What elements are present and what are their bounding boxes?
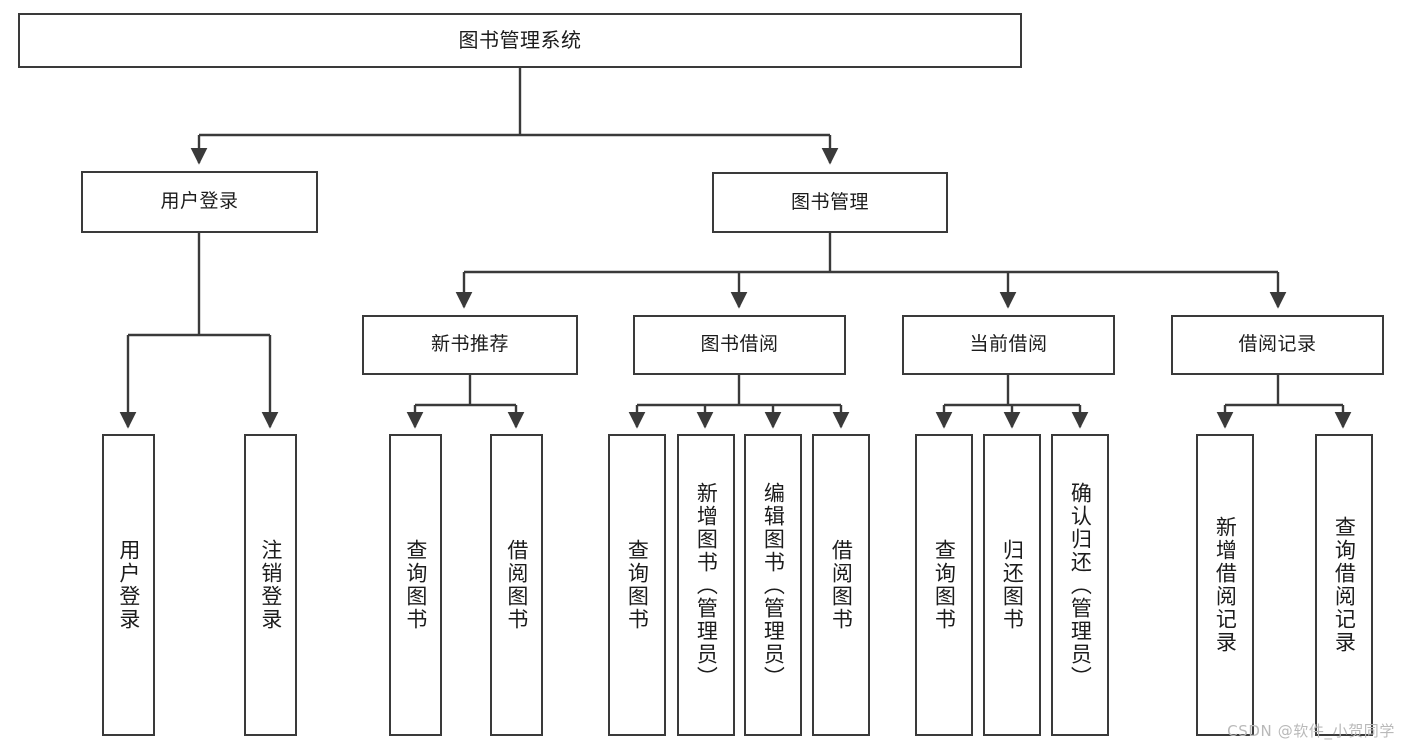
leaf-current-confirm-return-label: 确认归还（管理员） <box>1068 481 1093 689</box>
node-user-login[interactable]: 用户登录 <box>81 171 318 233</box>
leaf-user-login-label: 用户登录 <box>116 539 141 631</box>
leaf-new-book-borrow-label: 借阅图书 <box>504 539 529 631</box>
leaf-borrow-edit-book[interactable]: 编辑图书（管理员） <box>744 434 802 736</box>
leaf-borrow-borrow-book[interactable]: 借阅图书 <box>812 434 870 736</box>
leaf-borrow-borrow-book-label: 借阅图书 <box>829 539 854 631</box>
node-new-book-recommend-label: 新书推荐 <box>430 333 509 356</box>
node-root[interactable]: 图书管理系统 <box>18 13 1022 68</box>
node-borrow-records-label: 借阅记录 <box>1238 333 1317 356</box>
node-new-book-recommend[interactable]: 新书推荐 <box>362 315 578 375</box>
leaf-new-book-query-label: 查询图书 <box>403 539 428 631</box>
leaf-current-return[interactable]: 归还图书 <box>983 434 1041 736</box>
leaf-current-query-label: 查询图书 <box>932 539 957 631</box>
leaf-borrow-query[interactable]: 查询图书 <box>608 434 666 736</box>
node-book-borrow[interactable]: 图书借阅 <box>633 315 846 375</box>
leaf-user-login[interactable]: 用户登录 <box>102 434 155 736</box>
leaf-records-query[interactable]: 查询借阅记录 <box>1315 434 1373 736</box>
leaf-current-confirm-return[interactable]: 确认归还（管理员） <box>1051 434 1109 736</box>
leaf-records-query-label: 查询借阅记录 <box>1332 516 1357 654</box>
node-current-borrow-label: 当前借阅 <box>969 333 1048 356</box>
leaf-new-book-borrow[interactable]: 借阅图书 <box>490 434 543 736</box>
leaf-borrow-add-book[interactable]: 新增图书（管理员） <box>677 434 735 736</box>
leaf-borrow-query-label: 查询图书 <box>625 539 650 631</box>
leaf-current-return-label: 归还图书 <box>1000 539 1025 631</box>
leaf-logout-label: 注销登录 <box>258 539 283 631</box>
leaf-borrow-edit-book-label: 编辑图书（管理员） <box>761 481 786 689</box>
node-book-management[interactable]: 图书管理 <box>712 172 948 233</box>
leaf-logout[interactable]: 注销登录 <box>244 434 297 736</box>
leaf-borrow-add-book-label: 新增图书（管理员） <box>694 481 719 689</box>
leaf-records-add-label: 新增借阅记录 <box>1213 516 1238 654</box>
leaf-current-query[interactable]: 查询图书 <box>915 434 973 736</box>
node-root-label: 图书管理系统 <box>458 28 582 52</box>
node-current-borrow[interactable]: 当前借阅 <box>902 315 1115 375</box>
leaf-new-book-query[interactable]: 查询图书 <box>389 434 442 736</box>
node-book-management-label: 图书管理 <box>790 190 869 213</box>
node-user-login-label: 用户登录 <box>160 190 239 213</box>
node-borrow-records[interactable]: 借阅记录 <box>1171 315 1384 375</box>
leaf-records-add[interactable]: 新增借阅记录 <box>1196 434 1254 736</box>
node-book-borrow-label: 图书借阅 <box>700 333 779 356</box>
